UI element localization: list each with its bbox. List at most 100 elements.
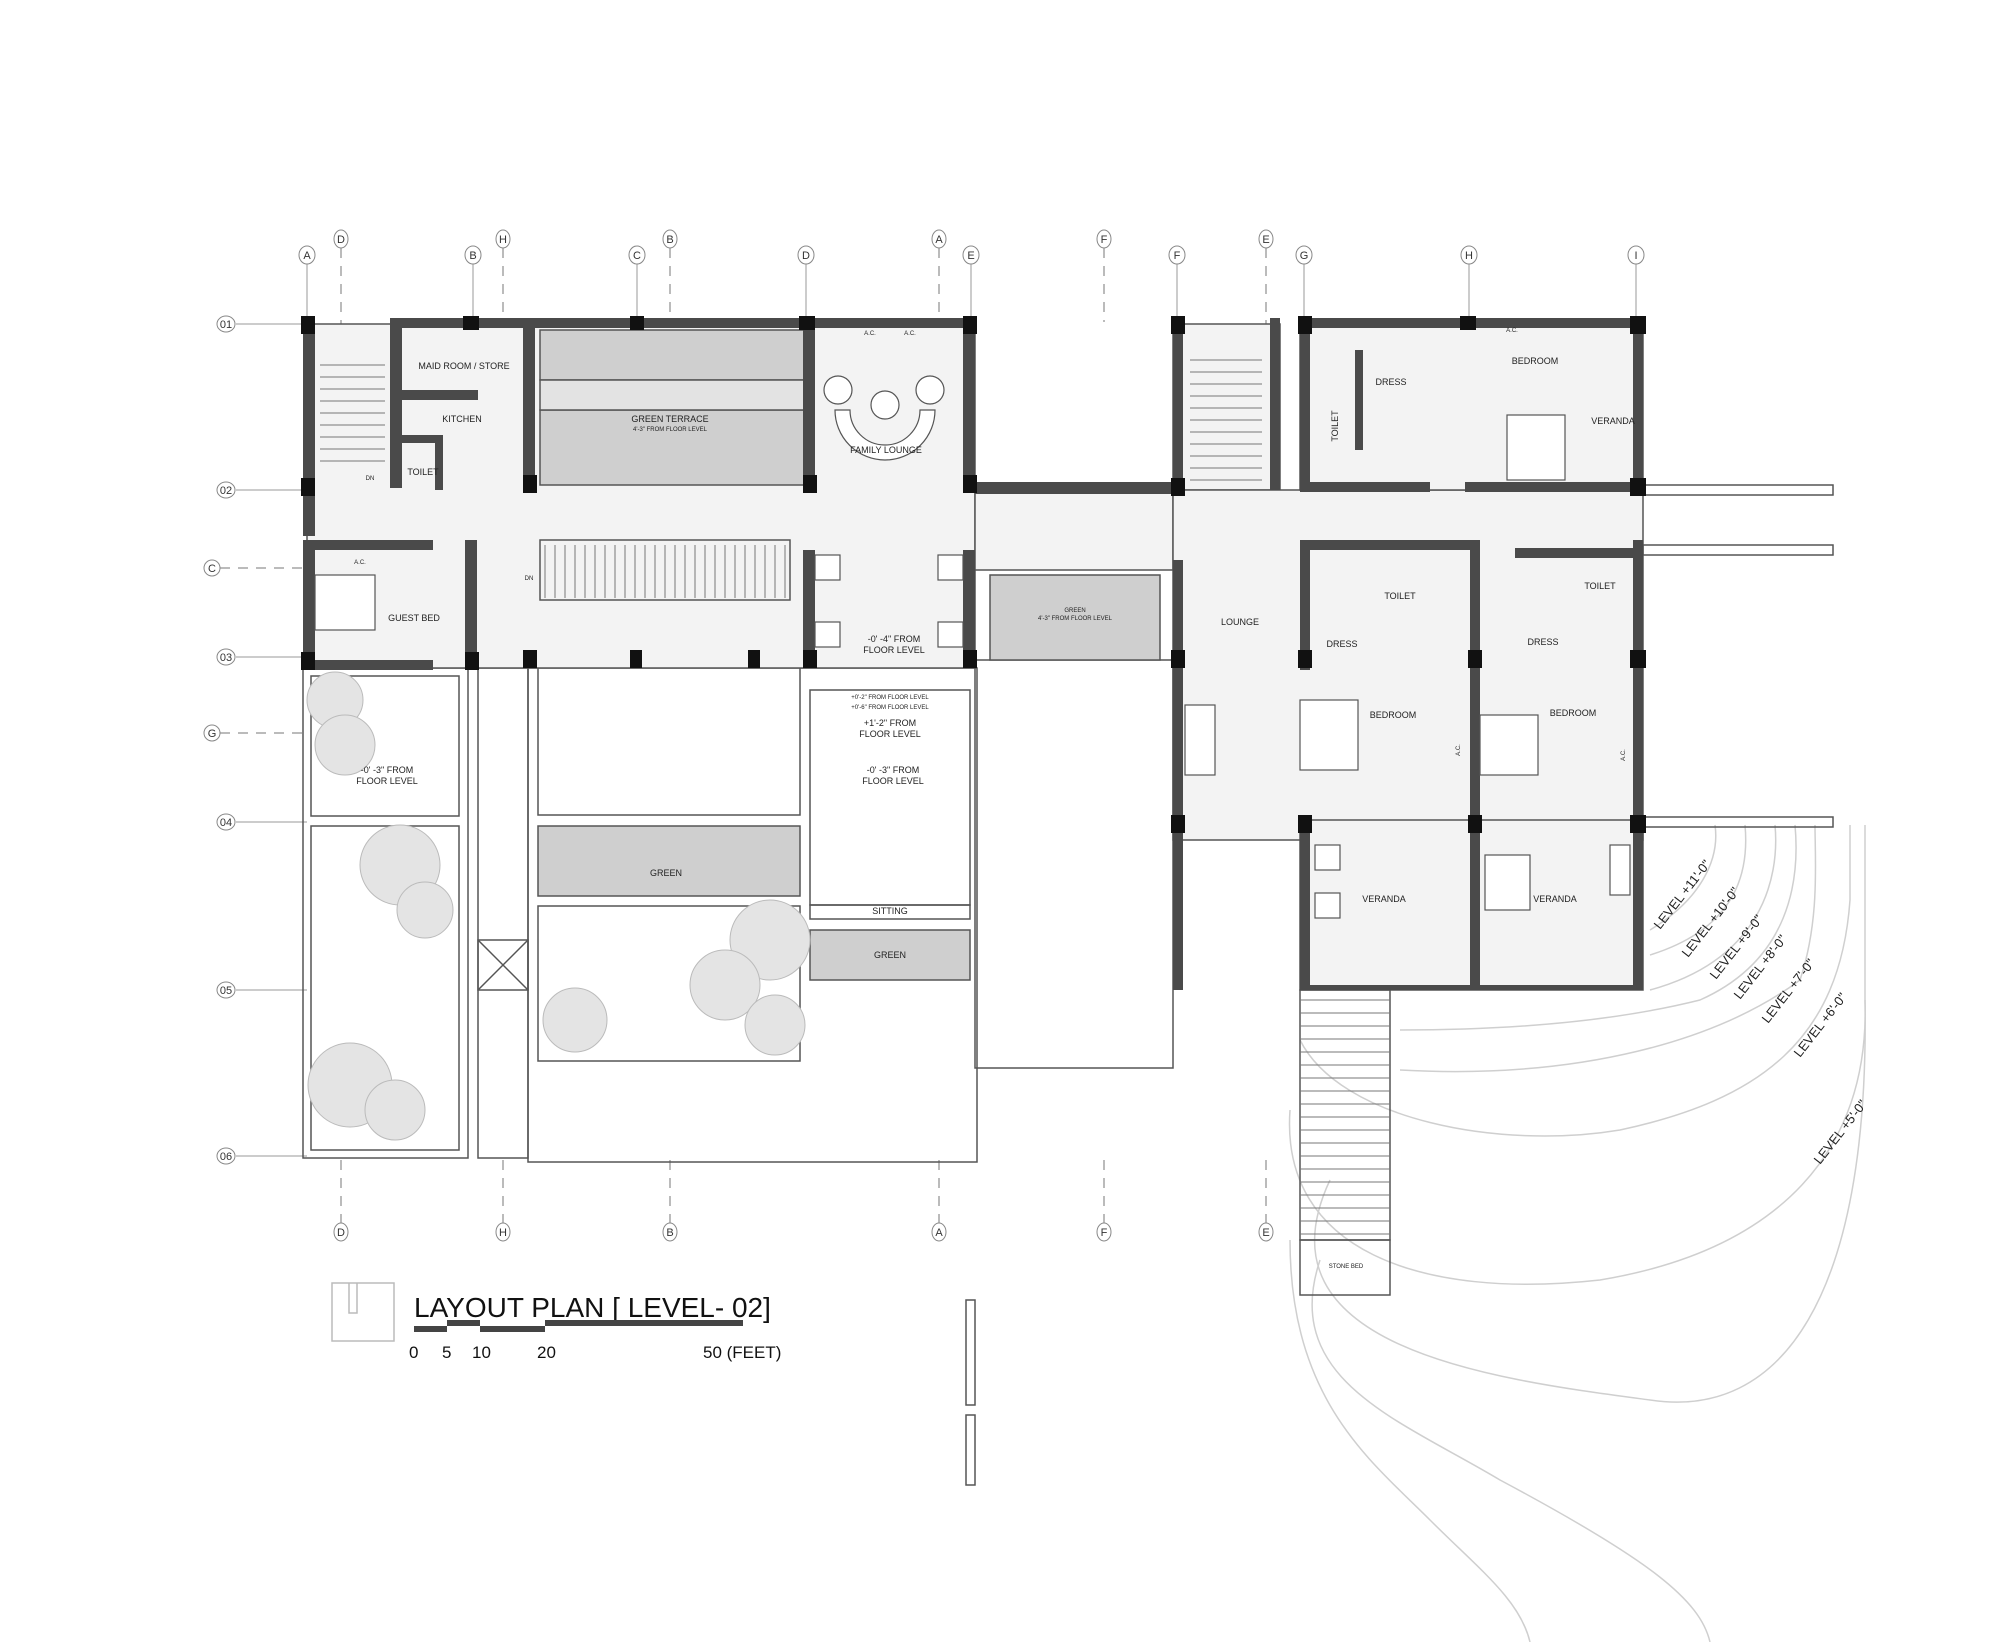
grid-label: A bbox=[935, 234, 943, 246]
scale-tick: 20 bbox=[537, 1343, 556, 1362]
ac-label: A.C. bbox=[904, 331, 916, 337]
grid-bubbles-secondary: D H B A F E D H B A F E bbox=[333, 229, 1274, 1242]
floor-areas bbox=[306, 323, 1834, 991]
grid-label: B bbox=[469, 250, 476, 262]
room-label: STONE BED bbox=[1329, 1264, 1364, 1270]
scale-bar-segment bbox=[480, 1326, 545, 1332]
grid-label: I bbox=[1634, 250, 1637, 262]
grid-label: E bbox=[1262, 1227, 1269, 1239]
contour-label: LEVEL +6'-0" bbox=[1791, 990, 1851, 1060]
grid-label: H bbox=[499, 234, 507, 246]
green-court bbox=[989, 574, 1161, 661]
green-bed bbox=[537, 825, 801, 897]
level-note: FLOOR LEVEL bbox=[356, 776, 418, 786]
contour-labels: LEVEL +11'-0" LEVEL +10'-0" LEVEL +9'-0"… bbox=[1651, 857, 1871, 1167]
contour-label: LEVEL +5'-0" bbox=[1811, 1097, 1871, 1167]
room-label: TOILET bbox=[1330, 410, 1340, 442]
room-label: GREEN bbox=[650, 868, 682, 878]
scale-tick: 10 bbox=[472, 1343, 491, 1362]
stairs bbox=[320, 359, 1262, 598]
room-label: VERANDA bbox=[1591, 416, 1635, 426]
grid-label: E bbox=[967, 250, 974, 262]
grid-label: 01 bbox=[220, 319, 232, 331]
scale-bar-segment bbox=[414, 1326, 447, 1332]
room-label: TOILET bbox=[407, 467, 439, 477]
level-note: FLOOR LEVEL bbox=[862, 776, 924, 786]
level-note: FLOOR LEVEL bbox=[859, 729, 921, 739]
level-note: -0' -3" FROM bbox=[361, 765, 413, 775]
grid-label: C bbox=[208, 563, 216, 575]
room-label: BEDROOM bbox=[1512, 356, 1559, 366]
courtyards bbox=[302, 604, 1391, 1296]
outdoor-stairs-lines bbox=[1300, 999, 1390, 1235]
grid-label: 04 bbox=[220, 817, 232, 829]
grid-label: A bbox=[303, 250, 311, 262]
room-label: MAID ROOM / STORE bbox=[418, 361, 509, 371]
grid-label: C bbox=[633, 250, 641, 262]
level-note: 4'-3" FROM FLOOR LEVEL bbox=[633, 427, 708, 433]
scale-tick: 5 bbox=[442, 1343, 451, 1362]
grid-label: F bbox=[1101, 234, 1108, 246]
grid-bubbles-rows: 01 02 03 04 05 06 C G bbox=[203, 315, 236, 1165]
room-label: TOILET bbox=[1384, 591, 1416, 601]
level-note: -0' -4" FROM bbox=[868, 634, 920, 644]
level-note: +0'-2" FROM FLOOR LEVEL bbox=[851, 695, 929, 701]
drawing-title: LAYOUT PLAN [ LEVEL- 02] bbox=[414, 1292, 771, 1323]
room-label: DRESS bbox=[1326, 639, 1357, 649]
columns bbox=[301, 316, 1646, 833]
grid-label: F bbox=[1101, 1227, 1108, 1239]
room-label: DRESS bbox=[1527, 637, 1558, 647]
key-plan-icon bbox=[331, 1282, 395, 1342]
ac-label: A.C. bbox=[1456, 744, 1462, 756]
green-terrace bbox=[539, 409, 806, 486]
stair-down bbox=[1299, 989, 1391, 1241]
walls bbox=[303, 318, 1643, 990]
stair-label: DN bbox=[366, 476, 375, 482]
scale-bar-segment bbox=[447, 1320, 480, 1326]
level-note: -0' -3" FROM bbox=[867, 765, 919, 775]
level-note: 4'-3" FROM FLOOR LEVEL bbox=[1038, 616, 1113, 622]
room-label: DRESS bbox=[1375, 377, 1406, 387]
room-label: VERANDA bbox=[1533, 894, 1577, 904]
grid-bubbles-top: A B C D E F G H I bbox=[298, 245, 1645, 265]
ac-label: A.C. bbox=[1621, 749, 1627, 761]
furniture bbox=[314, 375, 1631, 919]
room-label: KITCHEN bbox=[442, 414, 482, 424]
site-contours bbox=[1288, 824, 1866, 1642]
grid-label: D bbox=[337, 234, 345, 246]
scale-tick: 0 bbox=[409, 1343, 418, 1362]
grid-lines bbox=[220, 248, 1637, 1225]
room-label: GREEN bbox=[1064, 608, 1085, 614]
room-label: BEDROOM bbox=[1550, 708, 1597, 718]
grid-label: E bbox=[1262, 234, 1269, 246]
ac-label: A.C. bbox=[864, 331, 876, 337]
grid-label: B bbox=[666, 234, 673, 246]
room-label: FAMILY LOUNGE bbox=[850, 445, 922, 455]
ac-label: A.C. bbox=[1506, 328, 1518, 334]
room-label: SITTING bbox=[872, 906, 908, 916]
stair-label: DN bbox=[525, 576, 534, 582]
grid-label: G bbox=[208, 728, 217, 740]
scale-bar-segment bbox=[545, 1320, 743, 1326]
ac-label: A.C. bbox=[354, 560, 366, 566]
grid-label: D bbox=[337, 1227, 345, 1239]
room-label: GUEST BED bbox=[388, 613, 440, 623]
grid-label: F bbox=[1174, 250, 1181, 262]
grid-label: A bbox=[935, 1227, 943, 1239]
room-label: GREEN bbox=[874, 950, 906, 960]
grid-label: G bbox=[1300, 250, 1309, 262]
grid-label: D bbox=[802, 250, 810, 262]
level-note: +1'-2" FROM bbox=[864, 718, 916, 728]
room-labels: MAID ROOM / STORE KITCHEN TOILET DN GREE… bbox=[354, 328, 1635, 1270]
title-block: LAYOUT PLAN [ LEVEL- 02] 0 5 10 20 50 (F… bbox=[331, 1282, 976, 1486]
scale-end-label: 50 (FEET) bbox=[703, 1343, 781, 1362]
grid-label: 06 bbox=[220, 1151, 232, 1163]
grid-label: H bbox=[499, 1227, 507, 1239]
room-label: VERANDA bbox=[1362, 894, 1406, 904]
room-label: BEDROOM bbox=[1370, 710, 1417, 720]
room-label: TOILET bbox=[1584, 581, 1616, 591]
grid-label: 02 bbox=[220, 485, 232, 497]
grid-label: 05 bbox=[220, 985, 232, 997]
grid-label: B bbox=[666, 1227, 673, 1239]
